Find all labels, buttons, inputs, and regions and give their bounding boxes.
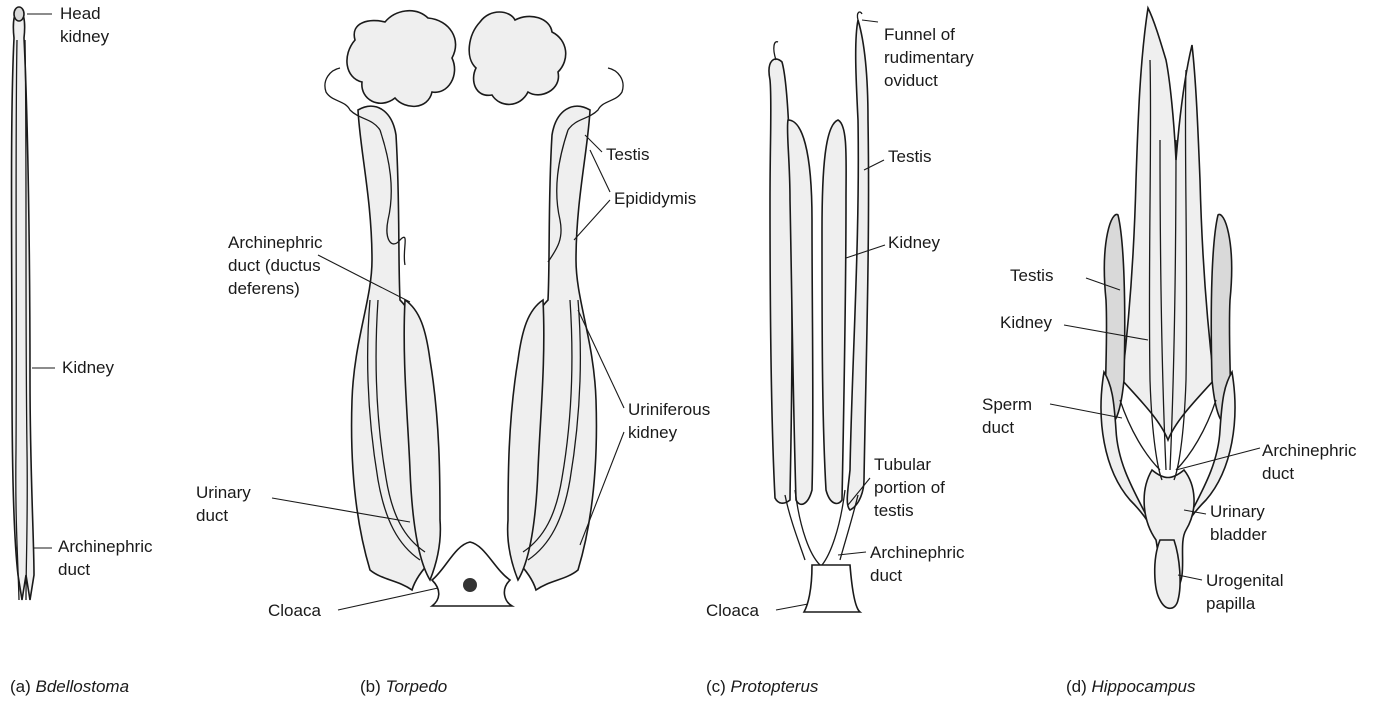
caption-d: (d) Hippocampus xyxy=(1066,677,1196,696)
label-sperm-line1: Sperm xyxy=(982,395,1032,414)
torpedo-left-kidney-drawing xyxy=(325,68,440,590)
torpedo-cloaca-opening xyxy=(463,578,477,592)
label-urinary-b-line2: duct xyxy=(196,506,228,525)
label-archinephric-d-line2: duct xyxy=(1262,464,1294,483)
label-archinephric-d-line1: Archinephric xyxy=(1262,441,1357,460)
label-tubular-line2: portion of xyxy=(874,478,945,497)
label-cloaca-c: Cloaca xyxy=(706,601,759,620)
label-funnel-line2: rudimentary xyxy=(884,48,974,67)
caption-c: (c) Protopterus xyxy=(706,677,819,696)
label-funnel-line3: oviduct xyxy=(884,71,938,90)
label-tubular-line1: Tubular xyxy=(874,455,931,474)
caption-a: (a) Bdellostoma xyxy=(10,677,129,696)
label-archinephric-c-line1: Archinephric xyxy=(870,543,965,562)
label-uriniferous-line1: Uriniferous xyxy=(628,400,710,419)
label-archinephric-c-line2: duct xyxy=(870,566,902,585)
label-kidney-d: Kidney xyxy=(1000,313,1052,332)
label-kidney: Kidney xyxy=(62,358,114,377)
label-funnel-line1: Funnel of xyxy=(884,25,955,44)
label-urogenital-line2: papilla xyxy=(1206,594,1256,613)
label-archinephric-b-line1: Archinephric xyxy=(228,233,323,252)
label-head-kidney-line1: Head xyxy=(60,4,101,23)
label-testis-d: Testis xyxy=(1010,266,1053,285)
label-testis-c: Testis xyxy=(888,147,931,166)
leader-testis-b xyxy=(585,135,602,152)
caption-b: (b) Torpedo xyxy=(360,677,447,696)
panel-d-hippocampus: Testis Kidney Sperm duct Archinephric du… xyxy=(982,8,1357,696)
protopterus-cloaca-drawing xyxy=(804,565,860,612)
leader-cloaca-c xyxy=(776,604,808,610)
label-urinary-b-line1: Urinary xyxy=(196,483,251,502)
leader-cloaca-b xyxy=(338,588,438,610)
label-urogenital-line1: Urogenital xyxy=(1206,571,1284,590)
torpedo-cloaca-drawing xyxy=(432,542,512,606)
protopterus-organs-drawing xyxy=(769,12,869,565)
bdellostoma-kidney-drawing xyxy=(12,7,35,600)
panel-a-bdellostoma: Head kidney Kidney Archinephric duct (a)… xyxy=(10,4,153,696)
leader-funnel xyxy=(862,20,878,22)
label-archinephric-b-line3: deferens) xyxy=(228,279,300,298)
label-archinephric-line1: Archinephric xyxy=(58,537,153,556)
label-uriniferous-line2: kidney xyxy=(628,423,678,442)
label-urinary-d-line1: Urinary xyxy=(1210,502,1265,521)
label-tubular-line3: testis xyxy=(874,501,914,520)
label-archinephric-line2: duct xyxy=(58,560,90,579)
label-kidney-c: Kidney xyxy=(888,233,940,252)
torpedo-testis-drawing xyxy=(347,11,566,107)
panel-c-protopterus: Funnel of rudimentary oviduct Testis Kid… xyxy=(706,12,974,696)
label-epididymis: Epididymis xyxy=(614,189,696,208)
label-head-kidney-line2: kidney xyxy=(60,27,110,46)
label-archinephric-b-line2: duct (ductus xyxy=(228,256,321,275)
panel-b-torpedo: Testis Epididymis Archinephric duct (duc… xyxy=(196,11,710,696)
label-sperm-line2: duct xyxy=(982,418,1014,437)
label-urinary-d-line2: bladder xyxy=(1210,525,1267,544)
label-testis-b: Testis xyxy=(606,145,649,164)
label-cloaca-b: Cloaca xyxy=(268,601,321,620)
